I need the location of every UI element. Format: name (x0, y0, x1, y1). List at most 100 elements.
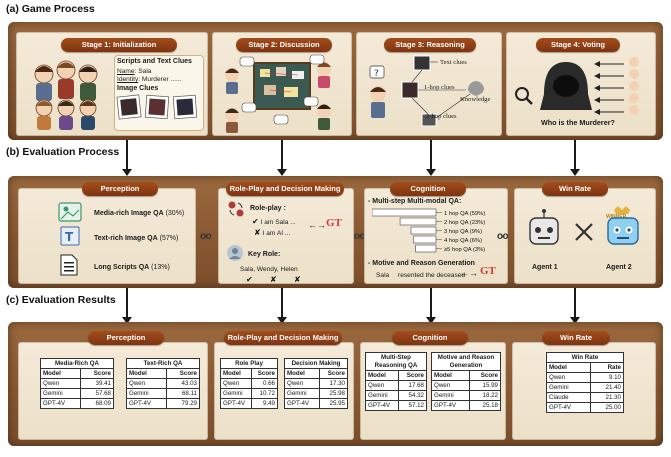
arrow-stage3-cognition (426, 140, 436, 176)
i-am-ai-text: I am AI ... (262, 230, 291, 237)
section-title-eval: (b) Evaluation Process (6, 146, 120, 158)
characters-group-icon (34, 60, 98, 130)
knowledge-label: Knowledge (460, 96, 491, 103)
cognition-eval-title: Cognition (390, 182, 466, 196)
script-identity-row: Identity: Murderer ...... (117, 76, 182, 83)
scripts-label: Long Scripts QA (94, 264, 150, 271)
col-score: Score (251, 368, 278, 379)
col-score: Score (468, 370, 502, 381)
perception-eval-title: Perception (82, 182, 158, 196)
script-file-icon (60, 254, 78, 276)
agent-battle-icon (529, 206, 639, 245)
name-label: Name (117, 68, 135, 75)
agent2-label: Agent 2 (606, 264, 632, 271)
key-role-mark-3: ✘ (294, 275, 301, 284)
section-title-results: (c) Evaluation Results (6, 294, 116, 306)
reasoning-graph-icon: ? (369, 55, 484, 127)
image-clues-label: Image Clues (117, 85, 159, 92)
winner-badge: WINNER (606, 214, 627, 220)
hop-distribution-chart: 1 hop QA (59%)2 hop QA (23%)3 hop QA (9%… (372, 208, 485, 253)
caption-line-2: Reasoning QA (374, 361, 418, 369)
resented-text: resented the deceased (398, 272, 466, 279)
col-score: Score (166, 368, 200, 379)
key-role-mark-2: ✘ (270, 275, 277, 284)
identity-label: Identity (117, 76, 139, 83)
perception-item-text: Text-rich Image QA (57%) (94, 235, 178, 242)
image-clue-photos-icon (116, 94, 198, 120)
stage4-title: Stage 4: Voting (536, 38, 620, 52)
scripts-title: Scripts and Text Clues (117, 58, 192, 65)
hop-bar (410, 226, 437, 235)
stage2-title: Stage 2: Discussion (236, 38, 332, 52)
arrow-cognition-results (426, 288, 436, 324)
roleplay-results-title: Role-Play and Decision Making (224, 331, 342, 345)
key-role-mark-1: ✔ (246, 275, 253, 284)
winrate-results-title: Win Rate (542, 331, 610, 345)
text-label: Text-rich Image QA (94, 235, 158, 242)
perception-item-scripts: Long Scripts QA (13%) (94, 264, 170, 271)
sala-word: Sala (376, 272, 390, 279)
col-model: Model (284, 368, 320, 379)
caption-line-2: Generation (449, 361, 483, 369)
compare-arrow-icon-2: ←→ (460, 268, 478, 278)
text-document-icon: T (60, 226, 80, 246)
compare-arrow-icon: ←→ (308, 220, 326, 230)
section-title-game: (a) Game Process (6, 3, 95, 15)
caption-line-1: Multi-Step (381, 353, 411, 361)
col-model: Model (39, 368, 82, 379)
hop-bar (372, 208, 437, 217)
hop-label: 2 hop QA (23%) (444, 220, 485, 226)
cognition-results-title: Cognition (392, 331, 468, 345)
discussion-scene-icon (225, 54, 331, 133)
hop-label: 1 hop QA (59%) (444, 211, 485, 217)
i-am-sala-row: ✔ I am Sala ... (252, 217, 296, 226)
hop-bar (399, 217, 437, 226)
roleplay-eval-title: Role-Play and Decision Making (226, 182, 344, 196)
script-name-row: Name: Sala (117, 68, 151, 75)
svg-text:?: ? (374, 69, 379, 79)
hop-bar (413, 235, 437, 244)
key-role-label: Key Role: (248, 251, 281, 258)
media-label: Media-rich Image QA (94, 210, 164, 217)
name-value: : Sala (134, 68, 152, 75)
i-am-ai-row: ✘ I am AI ... (254, 228, 290, 237)
agent1-label: Agent 1 (532, 264, 558, 271)
hop-label: ≥5 hop QA (3%) (444, 247, 485, 253)
arrow-winrate-results (570, 288, 580, 324)
who-murderer-question: Who is the Murderer? (541, 118, 615, 127)
cross-icon: ✘ (254, 228, 261, 237)
chain-link-icon-1: o-o (200, 231, 211, 242)
chain-link-icon-3: o-o (497, 231, 508, 242)
col-model: Model (546, 362, 591, 373)
key-role-names: Sala, Wendy, Helen (240, 266, 298, 273)
motive-label: - Motive and Reason Generation (368, 260, 475, 267)
stage3-title: Stage 3: Reasoning (384, 38, 476, 52)
hop-bar (415, 244, 437, 253)
caption-line-1: Motive and Reason (437, 353, 495, 361)
col-score: Score (318, 368, 349, 379)
arrow-stage2-roleplay (277, 140, 287, 176)
col-model: Model (431, 370, 470, 381)
hop-label: 4 hop QA (6%) (444, 238, 482, 244)
arrow-roleplay-results (277, 288, 287, 324)
table-caption: Decision Making (284, 358, 348, 369)
stage1-title: Stage 1: Initialization (61, 38, 177, 52)
gt-label-cognition: GT (480, 265, 496, 277)
table-caption: Media-Rich QA (40, 358, 114, 369)
arrow-stage4-winrate (570, 140, 580, 176)
col-model: Model (364, 370, 400, 381)
